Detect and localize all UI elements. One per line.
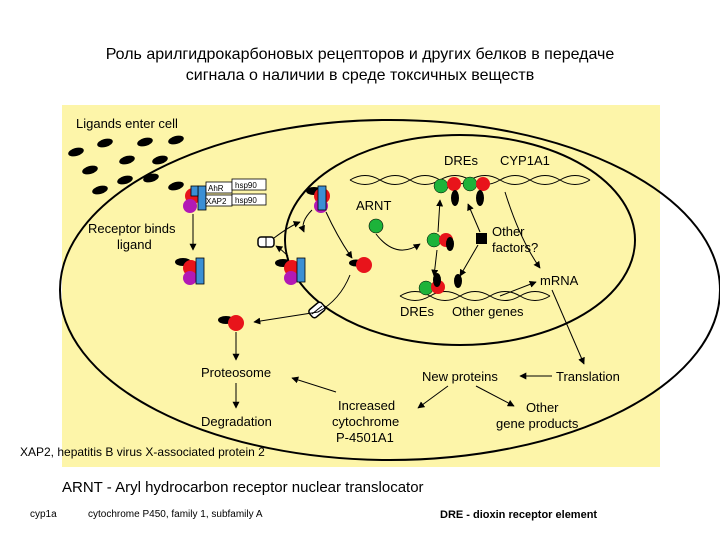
title-line-1: Роль арилгидрокарбоновых рецепторов и др… — [105, 46, 615, 63]
arnt-protein — [368, 218, 384, 234]
ahr-export-complex — [218, 315, 244, 331]
label-dres-top: DREs — [444, 153, 478, 168]
label-proteosome: Proteosome — [201, 365, 271, 380]
label-dres-bottom: DREs — [400, 304, 434, 319]
arrow-arnt — [375, 233, 421, 251]
arrow-pore-in — [273, 221, 301, 239]
label-hsp90-b: hsp90 — [235, 196, 257, 205]
label-other-gene-1: Other — [526, 400, 559, 415]
label-mrna: mRNA — [540, 273, 579, 288]
nucleus-membrane — [284, 134, 636, 346]
label-ligands-enter-cell: Ligands enter cell — [76, 116, 178, 131]
arrow-mrna-to-translation — [551, 289, 585, 365]
arrow-factor-down — [459, 244, 479, 277]
arrow-genes-to-mrna — [499, 281, 537, 297]
title-line-2: сигнала о наличии в среде токсичных веще… — [185, 67, 535, 84]
ahr-complex-near-pore — [275, 257, 306, 285]
diagram-panel — [62, 105, 660, 467]
label-degradation: Degradation — [201, 414, 272, 429]
ahr-complex-in-nucleus — [306, 185, 330, 213]
label-other-gene-2: gene products — [496, 416, 579, 431]
arrow-dimer-up — [436, 199, 444, 233]
note-cyp-def: cytochrome P450, family 1, subfamily A — [88, 509, 263, 520]
label-xap2: XAP2 — [206, 197, 227, 206]
arrow-export — [253, 274, 351, 325]
label-translation: Translation — [556, 369, 620, 384]
note-xap2: XAP2, hepatitis B virus X-associated pro… — [20, 445, 265, 459]
dre-complex-top — [433, 176, 490, 206]
ahr-arnt-dimer — [426, 232, 454, 251]
ahr-complex-bound — [175, 257, 205, 285]
label-other-factors-2: factors? — [492, 240, 538, 255]
label-receptor-binds-2: ligand — [117, 237, 152, 252]
arrow-to-dimer — [325, 211, 353, 259]
arrow-cyp-to-mrna — [504, 191, 541, 269]
label-increased-1: Increased — [338, 398, 395, 413]
arrow-to-cytochrome — [417, 385, 449, 409]
label-other-genes: Other genes — [452, 304, 524, 319]
page-title: Роль арилгидрокарбоновых рецепторов и др… — [40, 44, 680, 86]
label-other-factors-1: Other — [492, 224, 525, 239]
dre-complex-bottom — [418, 273, 462, 296]
label-new-proteins: New proteins — [422, 369, 498, 384]
label-increased-2: cytochrome — [332, 414, 399, 429]
cell-membrane — [59, 119, 720, 461]
nuclear-pore-lower — [308, 301, 326, 319]
note-cyp-abbr: cyp1a — [30, 509, 57, 520]
note-arnt: ARNT - Aryl hydrocarbon receptor nuclear… — [62, 479, 424, 496]
arrow-cytochrome-to-proteosome — [291, 376, 337, 393]
label-increased-3: P-4501A1 — [336, 430, 394, 445]
label-receptor-binds-1: Receptor binds — [88, 221, 176, 236]
arrow-release — [298, 209, 313, 233]
note-dre: DRE - dioxin receptor element — [440, 509, 598, 521]
arrow-dimer-down — [431, 249, 439, 277]
other-factor-box — [476, 233, 487, 244]
arrow-factor-up — [467, 203, 481, 233]
label-arnt: ARNT — [356, 198, 391, 213]
arrow-to-pore — [275, 245, 289, 257]
ahr-complex-unbound — [183, 178, 267, 213]
nuclear-pore-upper — [257, 236, 275, 248]
ahr-ligand-nuclear — [349, 257, 372, 273]
label-ahr: AhR — [208, 184, 224, 193]
label-cyp1a1: CYP1A1 — [500, 153, 550, 168]
ligand-molecules — [68, 135, 184, 195]
arrow-to-other-products — [475, 385, 515, 407]
label-hsp90-a: hsp90 — [235, 181, 257, 190]
